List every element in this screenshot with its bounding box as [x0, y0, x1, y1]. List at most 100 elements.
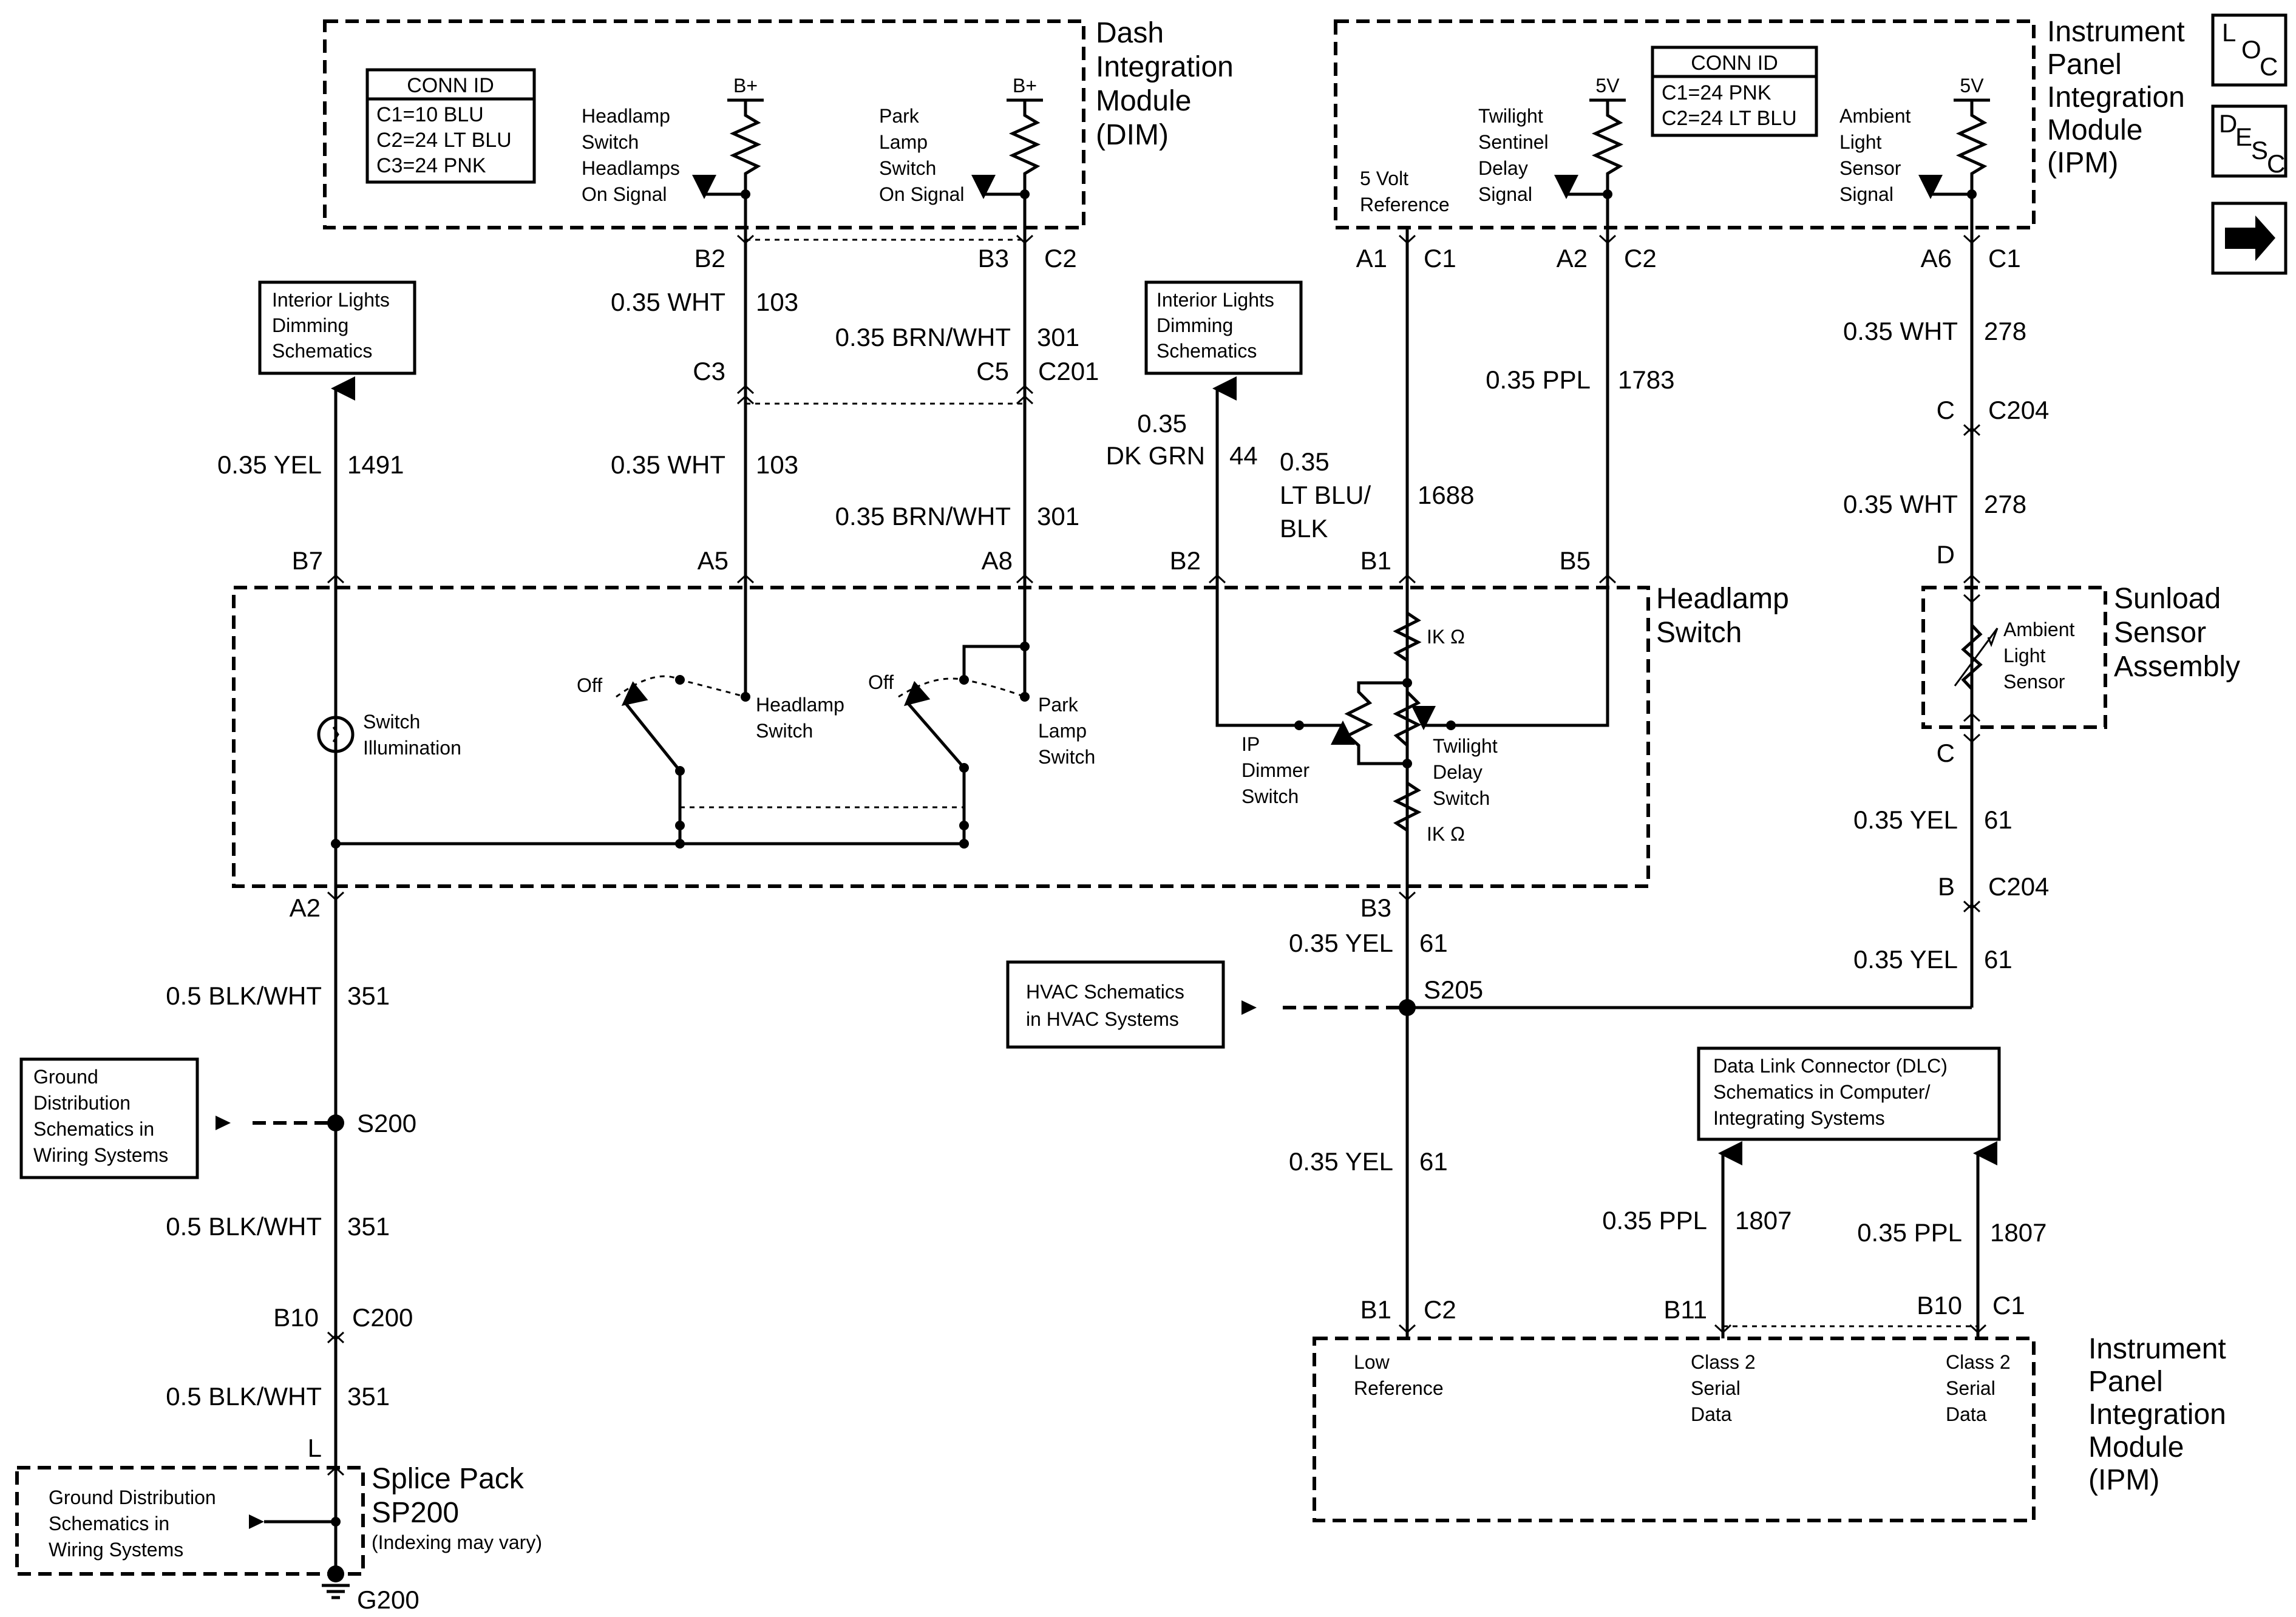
- wire-gauge: 0.35 PPL: [1857, 1218, 1962, 1247]
- pin-label: B1: [1360, 1295, 1391, 1324]
- wire-circuit: 61: [1419, 1147, 1448, 1176]
- ambient-signal-label: Sensor: [1839, 157, 1901, 179]
- interior-lights-ref-1[interactable]: Interior Lights Dimming Schematics: [258, 280, 416, 375]
- pin-label: C2: [1424, 1295, 1456, 1324]
- pin-label: B11: [1663, 1295, 1707, 1324]
- switch-label: Switch: [1433, 787, 1490, 809]
- ref-text: Wiring Systems: [49, 1539, 183, 1561]
- sensor-label: Sensor: [2003, 671, 2065, 693]
- wire-circuit: 278: [1984, 317, 2026, 345]
- ipm-top-title-5: (IPM): [2047, 147, 2118, 179]
- wire-gauge: 0.5 BLK/WHT: [166, 1212, 322, 1241]
- hvac-schematics-ref[interactable]: HVAC Schematics in HVAC Systems: [1006, 960, 1225, 1049]
- wire-circuit: 1491: [347, 450, 404, 479]
- switch-label: Switch: [756, 720, 813, 742]
- switch-label: Dimmer: [1241, 759, 1309, 781]
- pin-label: A1: [1356, 244, 1387, 273]
- wire-circuit: 278: [1984, 490, 2026, 518]
- loc-letter: L: [2222, 18, 2236, 47]
- ref-text: Schematics: [1156, 340, 1257, 362]
- ref-text: Schematics in: [49, 1513, 169, 1534]
- ipm-pin-label: Serial: [1691, 1377, 1741, 1399]
- ipm-bottom-title: Panel: [2088, 1366, 2163, 1398]
- pin-label: D: [1937, 540, 1955, 569]
- pin-label: A2: [290, 893, 321, 922]
- b-plus-label: B+: [1013, 75, 1037, 97]
- wire-gauge: 0.35: [1137, 409, 1187, 438]
- ref-text: Schematics: [272, 340, 372, 362]
- headlamp-switch-internals: Switch Illumination Off Headlamp Switch …: [317, 588, 1609, 886]
- ipm-pin-label: Low: [1354, 1351, 1390, 1373]
- switch-label: Switch: [363, 711, 420, 733]
- ref-text: HVAC Schematics: [1026, 981, 1184, 1003]
- switch-label: Headlamp: [756, 694, 844, 716]
- ref-text: in HVAC Systems: [1026, 1008, 1179, 1030]
- ipm-connid-row: C1=24 PNK: [1662, 81, 1771, 104]
- pin-label: B10: [1917, 1291, 1962, 1320]
- switch-label: Park: [1038, 694, 1079, 716]
- next-button[interactable]: [2211, 202, 2288, 275]
- loc-letter: O: [2241, 35, 2261, 64]
- twilight-signal-label: Signal: [1478, 183, 1532, 205]
- wire-103: [736, 228, 755, 588]
- pin-label: C1: [1424, 244, 1456, 273]
- wire-gauge: 0.5 BLK/WHT: [166, 981, 322, 1010]
- wire-circuit: 1807: [1990, 1218, 2046, 1247]
- five-volt-ref-label: Reference: [1360, 194, 1450, 215]
- pin-label: C2: [1044, 244, 1077, 273]
- pin-label: C: [1937, 396, 1955, 424]
- wire-gauge: 0.35: [1280, 447, 1330, 476]
- splice-s200: [327, 1114, 344, 1131]
- wire-gauge: 0.35 BRN/WHT: [835, 323, 1011, 351]
- hl-signal-label: On Signal: [582, 183, 667, 205]
- ipm-connid-row: C2=24 LT BLU: [1662, 107, 1797, 130]
- park-signal-label: On Signal: [879, 183, 965, 205]
- wire-circuit: 61: [1984, 945, 2012, 974]
- wire-gauge: 0.35 WHT: [1843, 317, 1958, 345]
- pin-label: C1: [1988, 244, 2021, 273]
- dlc-schematics-ref[interactable]: Data Link Connector (DLC) Schematics in …: [1697, 1046, 2001, 1141]
- ambient-signal-label: Light: [1839, 131, 1882, 153]
- wire-gauge: 0.35 YEL: [1289, 1147, 1393, 1176]
- dim-title-1: Dash: [1096, 17, 1164, 49]
- switch-label: Twilight: [1433, 735, 1498, 757]
- desc-button[interactable]: D E S C: [2211, 104, 2288, 178]
- pin-label: A8: [982, 546, 1013, 575]
- ipm-bottom-module: Instrument Panel Integration Module (IPM…: [1313, 1333, 2226, 1522]
- pin-label: C5: [976, 357, 1009, 385]
- pin-label: B: [1938, 872, 1955, 901]
- headlamp-switch-title-1: Headlamp: [1656, 583, 1789, 615]
- splice-pack-title: Splice Pack: [372, 1463, 525, 1495]
- interior-lights-ref-2[interactable]: Interior Lights Dimming Schematics: [1144, 280, 1303, 375]
- headlamp-switch-module: Headlamp Switch: [232, 583, 1789, 888]
- sunload-sensor-module: Sunload Sensor Assembly Ambient Light Se…: [1921, 583, 2240, 729]
- wire-circuit: 61: [1419, 929, 1448, 957]
- hl-signal-label: Headlamp: [582, 105, 670, 127]
- wire-circuit: 301: [1037, 502, 1079, 531]
- ref-text: Dimming: [272, 314, 348, 336]
- five-volt-ref-label: 5 Volt: [1360, 168, 1408, 189]
- ref-text: Ground Distribution: [49, 1486, 216, 1508]
- wire-gauge: 0.35 BRN/WHT: [835, 502, 1011, 531]
- dim-connid-row: C3=24 PNK: [376, 154, 486, 177]
- pin-label: C1: [1992, 1291, 2025, 1320]
- wire-circuit: 103: [756, 288, 798, 316]
- sensor-label: Ambient: [2003, 619, 2075, 640]
- pin-label: B1: [1360, 546, 1391, 575]
- pin-label: B2: [695, 244, 725, 273]
- loc-letter: C: [2260, 52, 2278, 81]
- pin-label: L: [308, 1434, 322, 1462]
- ipm-top-title-2: Panel: [2047, 49, 2122, 81]
- ground-distribution-ref[interactable]: Ground Distribution Schematics in Wiring…: [19, 1057, 199, 1179]
- ipm-bottom-title: Module: [2088, 1431, 2184, 1463]
- connector-label: C201: [1038, 357, 1099, 385]
- ambient-signal-label: Signal: [1839, 183, 1894, 205]
- splice-pack-title: SP200: [372, 1497, 459, 1529]
- loc-button[interactable]: L O C: [2211, 13, 2288, 87]
- ipm-pin-label: Data: [1691, 1403, 1732, 1425]
- pin-label: A5: [698, 546, 729, 575]
- desc-letter: S: [2251, 136, 2268, 164]
- wire-gauge: 0.35 PPL: [1486, 365, 1591, 394]
- wire-301: [1016, 228, 1034, 588]
